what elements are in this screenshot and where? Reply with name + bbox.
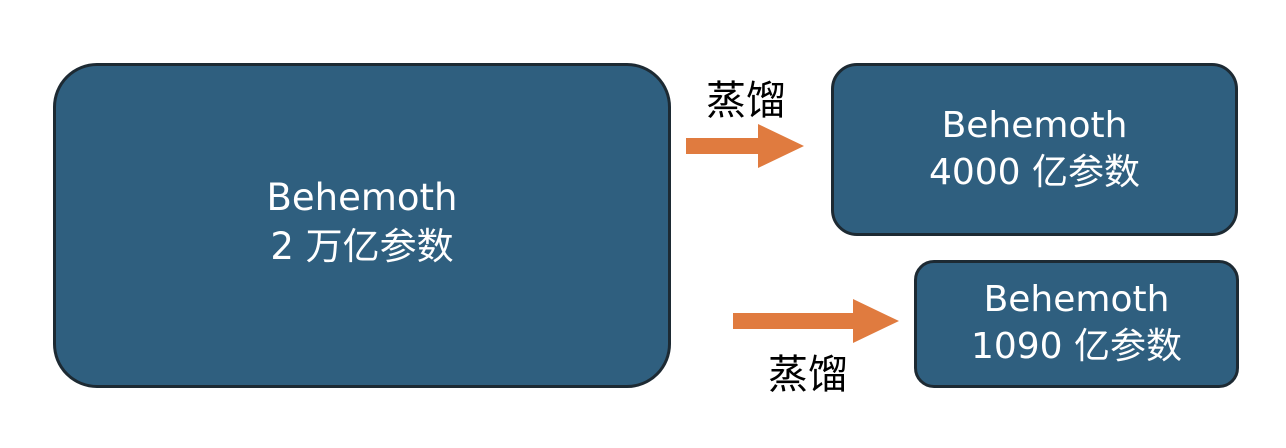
source-model-box: Behemoth 2 万亿参数 (53, 63, 671, 388)
distill-label-top: 蒸馏 (706, 78, 786, 124)
distilled-model-large-name: Behemoth (941, 104, 1128, 146)
source-model-size: 2 万亿参数 (270, 224, 454, 268)
distilled-model-large-size: 4000 亿参数 (928, 151, 1141, 193)
distilled-model-small-size: 1090 亿参数 (970, 326, 1183, 367)
distilled-model-box-small: Behemoth 1090 亿参数 (914, 260, 1239, 388)
distill-arrow-top (686, 124, 804, 168)
source-model-name: Behemoth (266, 176, 458, 220)
distilled-model-small-name: Behemoth (983, 279, 1170, 321)
distill-label-bottom: 蒸馏 (768, 352, 848, 398)
distilled-model-box-large: Behemoth 4000 亿参数 (831, 63, 1238, 236)
distill-arrow-bottom (733, 299, 899, 343)
